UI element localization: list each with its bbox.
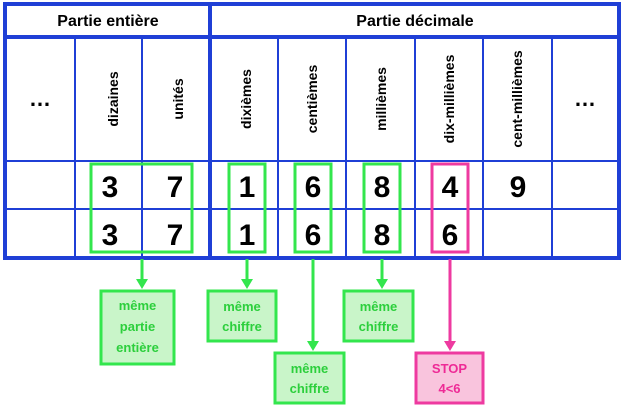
label-box-same-digit-tenths <box>206 289 278 343</box>
row1-units-digit: 7 <box>167 171 184 204</box>
label-box-same-integer <box>99 289 176 366</box>
label-line: 4<6 <box>438 381 460 396</box>
label-line: entière <box>116 340 159 355</box>
label-line: chiffre <box>290 381 330 396</box>
label-line: même <box>291 361 329 376</box>
row2-tenths-digit: 1 <box>239 219 256 252</box>
label-stop: STOP 4<6 <box>414 351 485 405</box>
label-line: même <box>360 299 398 314</box>
col-hundred-thousandths: cent-millièmes <box>509 50 525 147</box>
row1-thousandths-digit: 8 <box>374 171 391 204</box>
place-value-table <box>3 2 621 260</box>
row2-ten-thousandths-digit: 6 <box>442 219 459 252</box>
label-same-digit-thousandths: même chiffre <box>342 289 415 343</box>
header-decimal-part: Partie décimale <box>356 13 474 30</box>
ellipsis-right: … <box>574 86 596 111</box>
highlight-hundredths <box>293 162 333 254</box>
label-line: chiffre <box>222 319 262 334</box>
arrowhead-hundredths <box>307 341 319 351</box>
col-thousandths: millièmes <box>373 67 389 131</box>
arrowhead-thousandths <box>376 279 388 289</box>
row2-hundredths-digit: 6 <box>305 219 322 252</box>
highlight-integer-part <box>89 162 194 254</box>
row1-tenths-digit: 1 <box>239 171 256 204</box>
col-tens: dizaines <box>105 71 121 126</box>
label-line: même <box>119 298 157 313</box>
label-same-digit-hundredths: même chiffre <box>273 351 346 405</box>
ellipsis-left: … <box>29 86 51 111</box>
label-box-stop <box>414 351 485 405</box>
row2-units-digit: 7 <box>167 219 184 252</box>
row1-hundred-thousandths-digit: 9 <box>510 171 527 204</box>
col-units: unités <box>170 78 186 119</box>
label-same-digit-tenths: même chiffre <box>206 289 278 343</box>
label-line: chiffre <box>359 319 399 334</box>
highlight-ten-thousandths <box>430 162 470 254</box>
label-box-same-digit-thousandths <box>342 289 415 343</box>
label-line: même <box>223 299 261 314</box>
arrowhead-ten-thousandths <box>444 341 456 351</box>
label-same-integer: même partie entière <box>99 289 176 366</box>
label-line: partie <box>120 319 155 334</box>
arrowhead-tenths <box>241 279 253 289</box>
arrowhead-integer-part <box>136 279 148 289</box>
highlight-tenths <box>227 162 267 254</box>
row1-hundredths-digit: 6 <box>305 171 322 204</box>
col-tenths: dixièmes <box>238 69 254 129</box>
col-ten-thousandths: dix-millièmes <box>441 54 457 143</box>
label-line: STOP <box>432 361 467 376</box>
label-box-same-digit-hundredths <box>273 351 346 405</box>
row1-tens-digit: 3 <box>102 171 119 204</box>
row2-thousandths-digit: 8 <box>374 219 391 252</box>
col-hundredths: centièmes <box>304 65 320 134</box>
row1-ten-thousandths-digit: 4 <box>442 171 459 204</box>
header-integer-part: Partie entière <box>57 13 158 30</box>
table-outer-border <box>3 2 621 260</box>
highlight-thousandths <box>362 162 402 254</box>
row2-tens-digit: 3 <box>102 219 119 252</box>
